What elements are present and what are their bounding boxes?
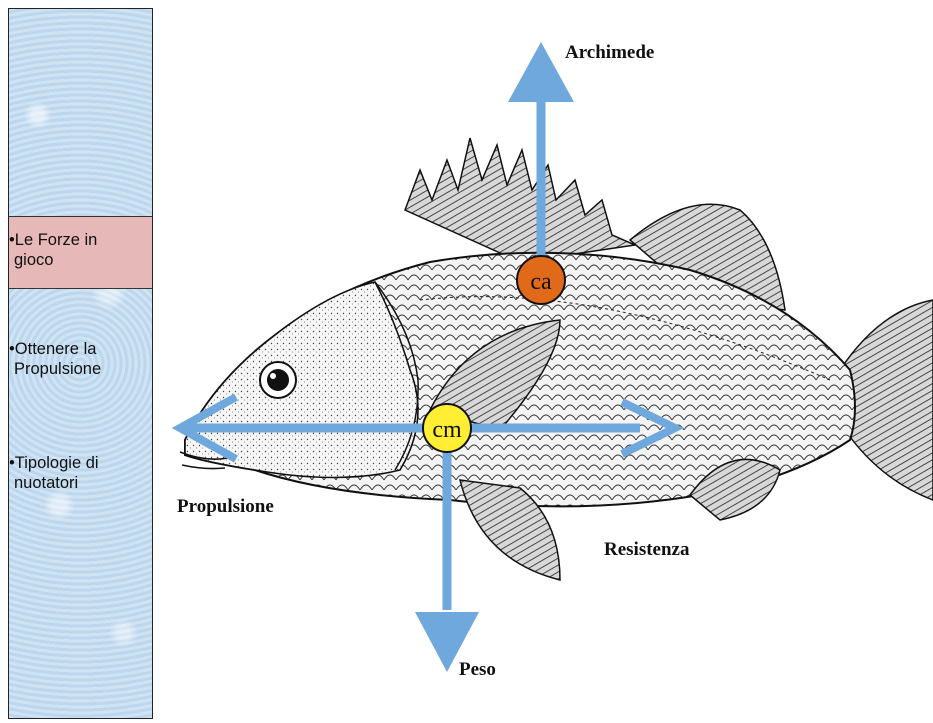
- nav-item-label: •Ottenere la: [9, 339, 152, 359]
- buoyancy-center: ca: [517, 256, 565, 304]
- nav-item-ottenere-propulsione[interactable]: •Ottenere la Propulsione: [9, 339, 152, 379]
- label-propulsione: Propulsione: [177, 496, 274, 517]
- mass-center-label: cm: [432, 417, 462, 443]
- label-archimede: Archimede: [565, 42, 654, 63]
- fish-illustration: [180, 138, 933, 580]
- buoyancy-center-label: ca: [530, 269, 552, 295]
- label-peso: Peso: [459, 659, 496, 680]
- nav-item-label: •Le Forze in: [9, 230, 152, 250]
- navigation-sidebar: •Le Forze in gioco •Ottenere la Propulsi…: [8, 8, 153, 719]
- nav-item-label-cont: Propulsione: [9, 359, 152, 379]
- fish-forces-diagram: ca cm Archimede Propulsione Resistenza P…: [160, 0, 933, 723]
- label-resistenza: Resistenza: [604, 539, 690, 560]
- mass-center: cm: [423, 404, 471, 452]
- nav-item-label-cont: nuotatori: [9, 473, 152, 493]
- nav-item-label-cont: gioco: [9, 250, 152, 270]
- nav-item-forze-in-gioco[interactable]: •Le Forze in gioco: [9, 216, 152, 289]
- nav-item-label: •Tipologie di: [9, 453, 152, 473]
- nav-item-tipologie-nuotatori[interactable]: •Tipologie di nuotatori: [9, 453, 152, 493]
